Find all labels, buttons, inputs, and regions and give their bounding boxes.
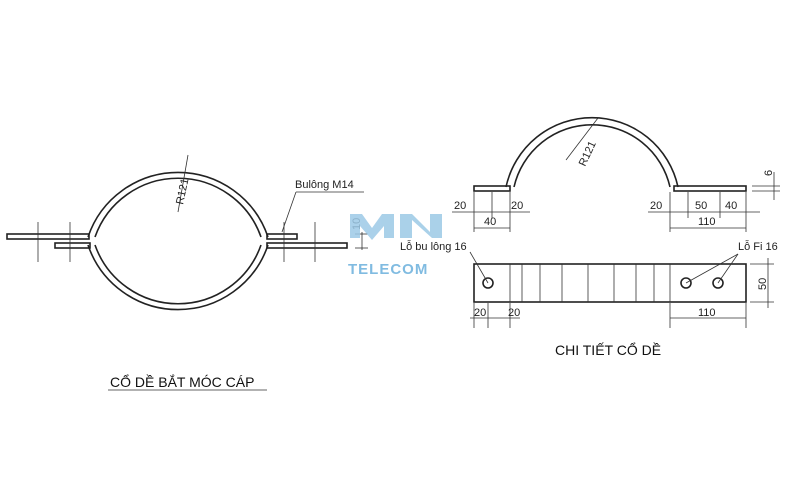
- fi-hole-label: Lỗ Fi 16: [738, 240, 778, 253]
- fi-hole-1: [680, 277, 692, 289]
- strip-height-label: 50: [757, 278, 769, 290]
- left-radius-leader: [177, 154, 189, 213]
- right-dim-total: 110: [698, 216, 716, 228]
- watermark-logo: TELECOM: [348, 214, 442, 278]
- logo-mark-m: [350, 214, 394, 240]
- left-dim-a: 20: [454, 200, 466, 212]
- lower-clamp-inner-arc: [94, 244, 262, 305]
- left-lower-flange: [54, 242, 91, 249]
- strip-outline: [473, 263, 747, 303]
- upper-clamp-arc: [87, 171, 269, 238]
- bottom-dim-b: 20: [508, 307, 520, 319]
- right-dim-a: 20: [650, 200, 662, 212]
- left-dim-total: 40: [484, 216, 496, 228]
- right-dim-c: 40: [725, 200, 737, 212]
- profile-inner-arc: [513, 124, 671, 188]
- left-view-title: CỔ DỀ BẮT MÓC CÁP: [110, 373, 254, 390]
- right-dim-b: 50: [695, 200, 707, 212]
- right-lower-flange: [266, 242, 348, 249]
- bottom-dim-total: 110: [698, 307, 716, 319]
- profile-thickness-label: 6: [763, 170, 775, 176]
- half-clamp-profile: R121 6 20 20 40 20 50 40 110: [452, 116, 780, 232]
- left-dim-b: 20: [511, 200, 523, 212]
- watermark-text: TELECOM: [348, 261, 428, 278]
- left-upper-flange: [6, 233, 90, 240]
- bottom-dim-a: 20: [474, 307, 486, 319]
- profile-outer-arc: [505, 116, 679, 188]
- bolt-label: Bulông M14: [295, 179, 354, 191]
- fi-hole-2: [712, 277, 724, 289]
- bolt-leader: [281, 191, 297, 233]
- bolt-hole-left: [482, 277, 494, 289]
- flat-strip-view: Lỗ bu lông 16 Lỗ Fi 16 50 20 20 110 CHI …: [400, 240, 778, 358]
- profile-radius-leader: [565, 117, 599, 161]
- strip-bend-lines: [509, 264, 671, 302]
- clamp-assembly-view: R121 Bulông M14 10 CỔ DỀ BẮT MÓC CÁP: [6, 154, 368, 391]
- profile-radius-label: R121: [577, 139, 599, 168]
- left-radius-label: R121: [174, 177, 191, 205]
- right-upper-flange: [266, 233, 298, 240]
- profile-left-flange: [473, 185, 511, 192]
- bolt-hole-label: Lỗ bu lông 16: [400, 240, 467, 253]
- lower-clamp-arc: [87, 244, 269, 311]
- detail-view-title: CHI TIẾT CỔ DỀ: [555, 341, 661, 358]
- upper-clamp-inner-arc: [94, 177, 262, 238]
- profile-right-flange: [673, 185, 747, 192]
- logo-mark-n: [400, 214, 442, 238]
